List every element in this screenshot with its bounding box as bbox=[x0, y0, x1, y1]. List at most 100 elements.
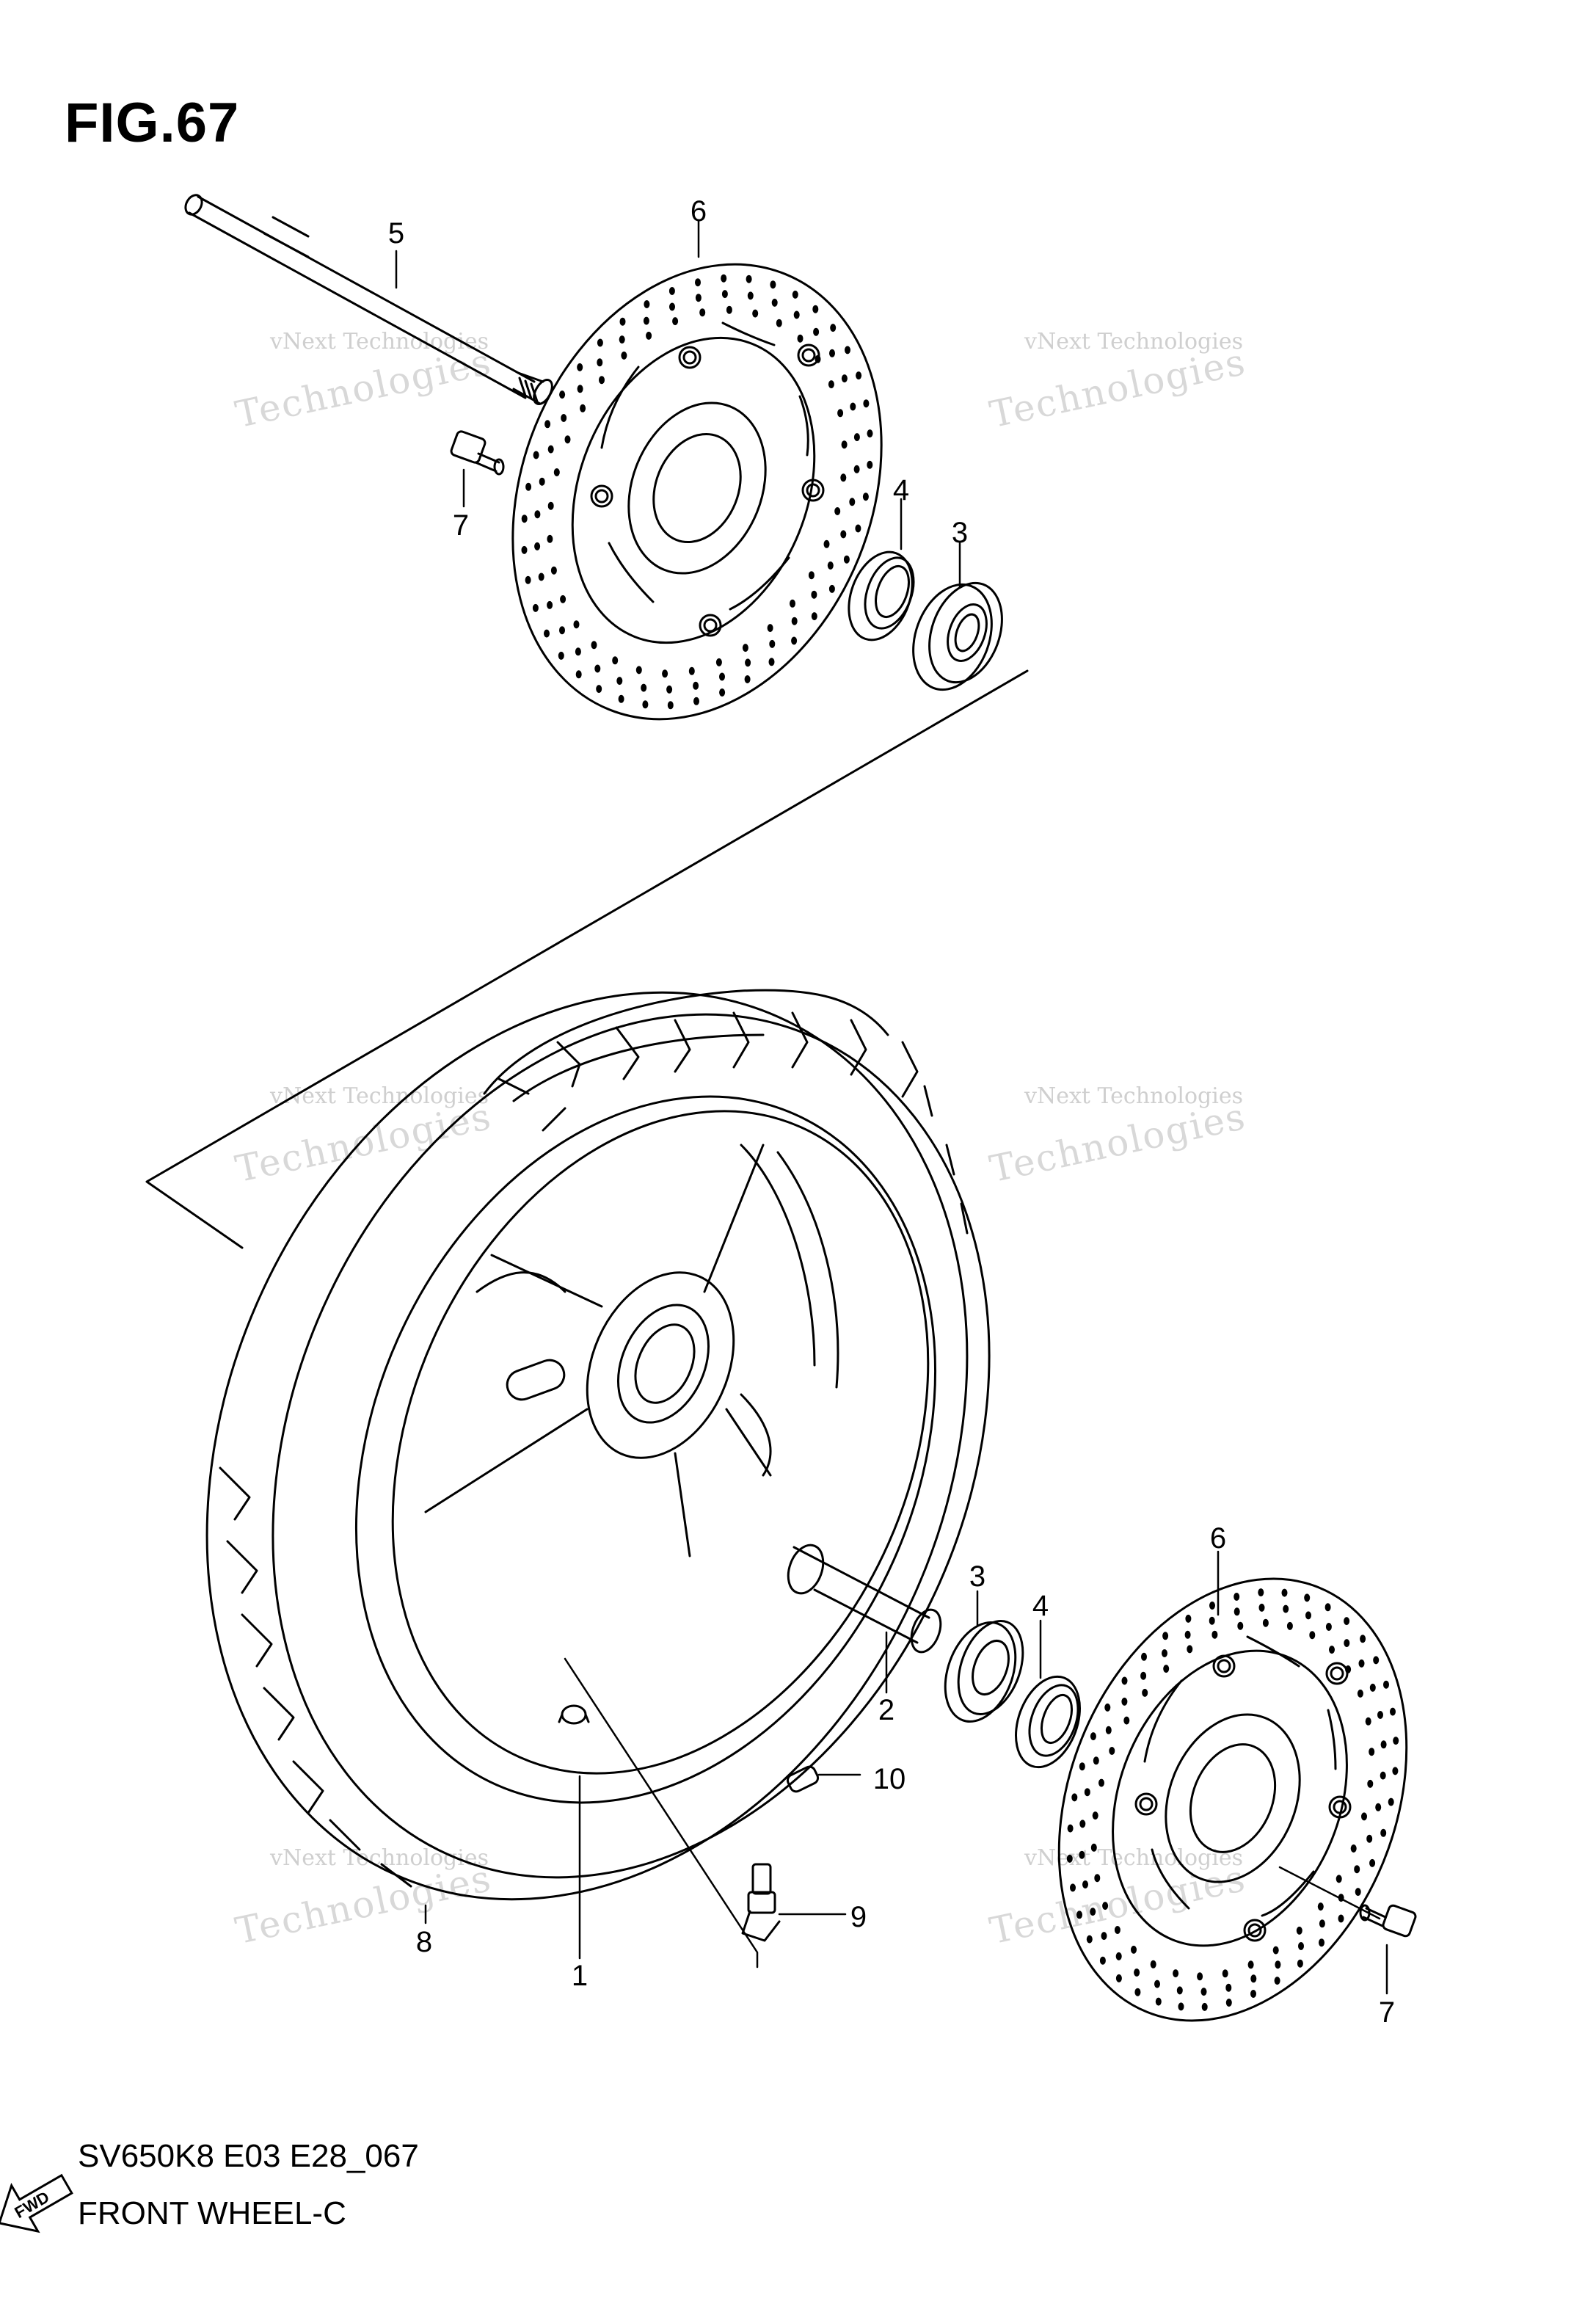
disc-drill-hole bbox=[1082, 1880, 1088, 1889]
callout-bolt-lower: 7 bbox=[1378, 1996, 1396, 2029]
disc-drill-hole bbox=[1092, 1811, 1098, 1820]
disc-drill-hole bbox=[1115, 1974, 1122, 1982]
disc-drill-hole bbox=[597, 338, 603, 347]
disc-drill-hole bbox=[1090, 1843, 1097, 1852]
disc-drill-hole bbox=[752, 309, 759, 318]
disc-drill-hole bbox=[1114, 1926, 1121, 1934]
disc-drill-hole bbox=[849, 498, 856, 506]
disc-drill-hole bbox=[1338, 1914, 1344, 1923]
disc-drill-hole bbox=[1275, 1960, 1281, 1969]
disc-drill-hole bbox=[619, 317, 626, 326]
disc-drill-hole bbox=[1283, 1604, 1289, 1613]
disc-drill-hole bbox=[575, 670, 582, 679]
disc-drill-hole bbox=[1336, 1875, 1342, 1883]
disc-drill-hole bbox=[827, 561, 834, 570]
disc-drill-hole bbox=[1369, 1858, 1376, 1867]
disc-drill-hole bbox=[1237, 1621, 1244, 1630]
disc-drill-hole bbox=[1121, 1697, 1128, 1706]
callout-valve: 9 bbox=[850, 1901, 867, 1933]
disc-drill-hole bbox=[559, 626, 565, 635]
disc-drill-hole bbox=[534, 510, 541, 519]
disc-drill-hole bbox=[1360, 1635, 1366, 1643]
disc-drill-hole bbox=[1250, 1990, 1256, 1998]
disc-drill-hole bbox=[791, 636, 798, 645]
brake-disc-upper bbox=[511, 263, 883, 721]
disc-drill-hole bbox=[693, 697, 699, 705]
wheel-rim bbox=[355, 1095, 936, 1804]
disc-drill-hole bbox=[1178, 2002, 1184, 2011]
disc-drill-hole bbox=[1380, 1771, 1386, 1780]
disc-drill-hole bbox=[1225, 1983, 1232, 1992]
disc-drill-hole bbox=[840, 473, 847, 482]
forward-direction-arrow: FWD bbox=[0, 2173, 73, 2233]
disc-drill-hole bbox=[1090, 1908, 1096, 1916]
callout-disc-upper: 6 bbox=[690, 195, 707, 228]
assembly-outline bbox=[145, 669, 1029, 1249]
wheel-hub bbox=[424, 1144, 772, 1557]
disc-drill-hole bbox=[1380, 1740, 1387, 1749]
disc-drill-hole bbox=[1115, 1952, 1122, 1960]
disc-drill-hole bbox=[1162, 1632, 1169, 1640]
callout-wheel: 1 bbox=[571, 1960, 589, 1992]
disc-drill-hole bbox=[812, 305, 819, 313]
tire bbox=[205, 989, 991, 1901]
disc-drill-hole bbox=[553, 468, 560, 476]
disc-drill-hole bbox=[1123, 1716, 1130, 1725]
disc-drill-hole bbox=[1162, 1649, 1167, 1657]
disc-drill-hole bbox=[1377, 1711, 1383, 1719]
disc-drill-hole bbox=[1079, 1762, 1085, 1771]
spacer bbox=[787, 1544, 942, 1654]
disc-drill-hole bbox=[699, 308, 706, 317]
disc-drill-hole bbox=[1209, 1602, 1215, 1610]
disc-drill-hole bbox=[1319, 1919, 1325, 1928]
disc-drill-hole bbox=[560, 595, 566, 603]
disc-drill-hole bbox=[525, 575, 531, 584]
disc-drill-hole bbox=[1365, 1717, 1371, 1726]
disc-drill-hole bbox=[1357, 1689, 1363, 1698]
disc-drill-hole bbox=[830, 324, 837, 332]
disc-drill-hole bbox=[1066, 1854, 1073, 1863]
disc-drill-hole bbox=[1105, 1726, 1112, 1734]
disc-drill-hole bbox=[742, 644, 748, 652]
disc-drill-hole bbox=[726, 305, 732, 314]
disc-drill-hole bbox=[721, 290, 728, 299]
axle-shaft bbox=[184, 194, 553, 405]
disc-drill-hole bbox=[867, 460, 873, 469]
watermark: vNext Technologies bbox=[270, 1083, 489, 1109]
disc-drill-hole bbox=[1375, 1803, 1382, 1811]
disc-drill-hole bbox=[1079, 1820, 1086, 1828]
disc-drill-hole bbox=[1201, 2002, 1208, 2011]
callout-tire: 8 bbox=[415, 1926, 433, 1958]
disc-drill-hole bbox=[1367, 1779, 1374, 1788]
disc-drill-hole bbox=[792, 290, 798, 299]
disc-drill-hole bbox=[841, 440, 848, 449]
disc-drill-hole bbox=[1388, 1797, 1394, 1806]
model-code: SV650K8 E03 E28_067 bbox=[78, 2138, 419, 2174]
disc-drill-hole bbox=[1184, 1630, 1191, 1639]
disc-drill-hole bbox=[547, 534, 553, 543]
disc-drill-hole bbox=[1090, 1732, 1096, 1741]
disc-drill-hole bbox=[1329, 1646, 1335, 1654]
disc-drill-hole bbox=[776, 319, 782, 327]
watermark: vNext Technologies bbox=[1024, 329, 1244, 355]
disc-drill-hole bbox=[1131, 1945, 1137, 1954]
tire-valve-hole bbox=[558, 1704, 590, 1725]
disc-drill-hole bbox=[577, 385, 583, 393]
disc-drill-hole bbox=[1325, 1623, 1332, 1631]
disc-holes-upper bbox=[521, 274, 873, 710]
disc-drill-hole bbox=[596, 685, 602, 694]
disc-drill-hole bbox=[769, 639, 776, 648]
balance-weight bbox=[786, 1765, 820, 1793]
disc-drill-hole bbox=[811, 590, 817, 599]
disc-drill-hole bbox=[850, 402, 856, 411]
disc-drill-hole bbox=[1390, 1707, 1396, 1716]
disc-drill-hole bbox=[815, 355, 821, 363]
disc-drill-hole bbox=[1176, 1986, 1183, 1995]
disc-drill-hole bbox=[1154, 1980, 1160, 1988]
disc-bolt-upper bbox=[450, 430, 505, 476]
callout-spacer: 2 bbox=[878, 1694, 895, 1726]
disc-drill-hole bbox=[1250, 1974, 1257, 1983]
disc-drill-hole bbox=[845, 346, 850, 355]
disc-drill-hole bbox=[619, 335, 625, 344]
disc-drill-hole bbox=[841, 374, 848, 383]
